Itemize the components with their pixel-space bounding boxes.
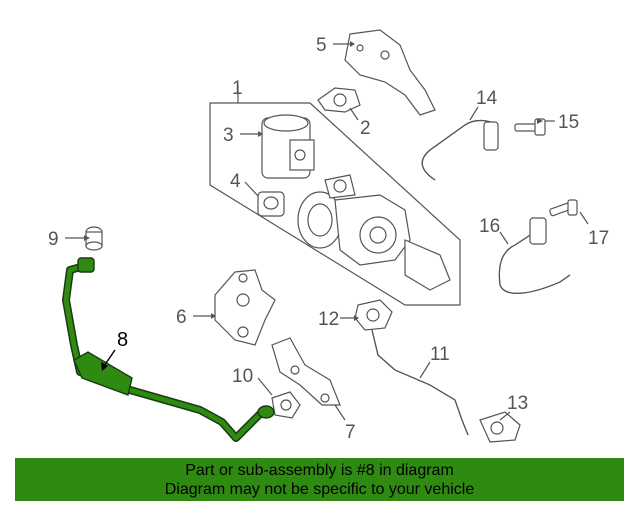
callout-17: 17 — [588, 228, 609, 249]
callout-7: 7 — [345, 422, 356, 443]
banner-line-2: Diagram may not be specific to your vehi… — [164, 481, 475, 498]
part-15-bolt[interactable] — [514, 118, 555, 136]
part-12-gasket[interactable] — [340, 299, 393, 331]
banner-line-1: Part or sub-assembly is #8 in diagram — [185, 462, 454, 479]
callout-5: 5 — [316, 35, 327, 56]
callout-13: 13 — [507, 393, 528, 414]
callout-15: 15 — [558, 112, 579, 133]
part-3-actuator[interactable] — [240, 114, 315, 179]
part-8-highlighted-line[interactable] — [62, 257, 275, 442]
callout-12: 12 — [318, 309, 339, 330]
callout-11: 11 — [430, 344, 450, 365]
callout-8: 8 — [117, 329, 128, 351]
callout-1: 1 — [232, 78, 243, 99]
callout-4: 4 — [230, 171, 241, 192]
part-13-flange[interactable] — [479, 411, 521, 443]
callout-2: 2 — [360, 118, 371, 139]
part-5-heat-shield[interactable] — [333, 29, 436, 116]
part-11-oil-line[interactable] — [371, 329, 469, 436]
part-1-turbocharger[interactable] — [297, 174, 451, 291]
part-4-valve[interactable] — [244, 181, 285, 217]
part-14-oil-pipe[interactable] — [421, 106, 499, 181]
part-2-gasket[interactable] — [317, 87, 361, 121]
callout-10: 10 — [232, 366, 253, 387]
callout-3: 3 — [223, 125, 234, 146]
callout-6: 6 — [176, 307, 187, 328]
assembly-group-outline — [209, 102, 461, 306]
callout-9: 9 — [48, 229, 59, 250]
callout-16: 16 — [479, 216, 500, 237]
info-banner: Part or sub-assembly is #8 in diagram Di… — [15, 458, 624, 501]
part-6-bracket[interactable] — [193, 269, 276, 346]
part-9-plug[interactable] — [65, 226, 103, 251]
part-17-bolt[interactable] — [549, 199, 589, 225]
part-16-return-pipe[interactable] — [498, 217, 571, 294]
callout-14: 14 — [476, 88, 498, 109]
part-7-bracket[interactable] — [271, 337, 346, 421]
